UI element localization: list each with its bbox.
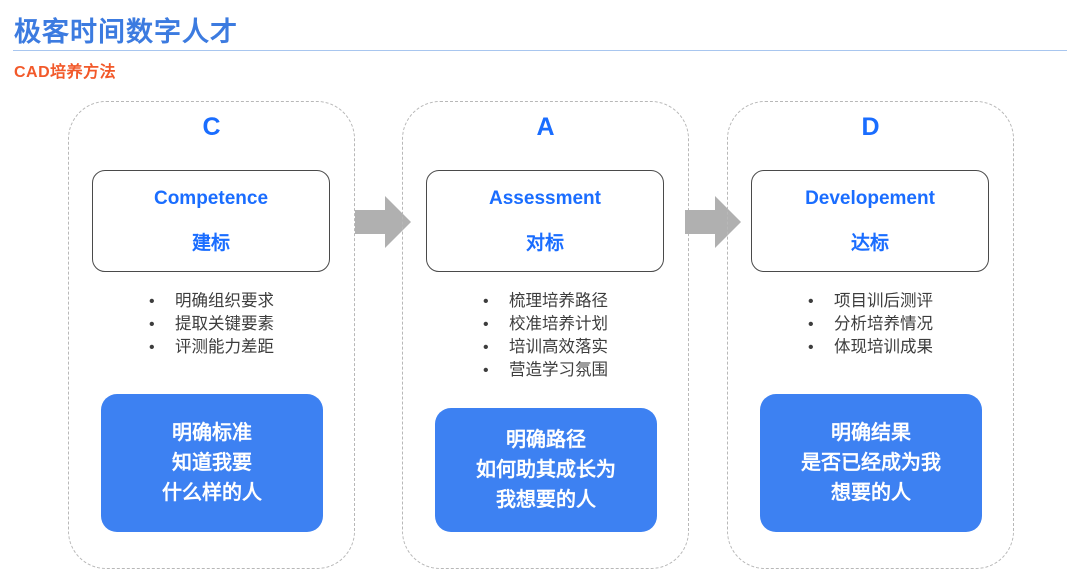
list-item-label: 提取关键要素 (175, 315, 274, 333)
highlight-card-competence: 明确标准 知道我要 什么样的人 (101, 394, 323, 532)
bullets-development: • 项目训后测评 • 分析培养情况 • 体现培训成果 (728, 290, 1013, 359)
list-item: • 提取关键要素 (149, 313, 274, 336)
list-item: • 项目训后测评 (808, 290, 933, 313)
bullet-dot-icon: • (483, 339, 489, 356)
list-item: • 分析培养情况 (808, 313, 933, 336)
arrow-right-icon (355, 196, 411, 248)
bullet-dot-icon: • (149, 316, 155, 333)
bullet-dot-icon: • (808, 293, 814, 310)
list-item: • 明确组织要求 (149, 290, 274, 313)
card-english-label: Competence (153, 188, 269, 209)
column-letter-d: D (861, 113, 880, 141)
highlight-line: 是否已经成为我 (801, 452, 941, 474)
bullet-dot-icon: • (483, 362, 489, 379)
column-competence: C Competence 建标 • 明确组织要求 • 提取关键要素 • 评测能力… (68, 101, 355, 569)
page-subtitle: CAD培养方法 (14, 64, 117, 81)
list-item: • 营造学习氛围 (483, 359, 608, 382)
highlight-line: 明确标准 (172, 422, 252, 444)
list-item: • 梳理培养路径 (483, 290, 608, 313)
list-item-label: 校准培养计划 (509, 315, 608, 333)
highlight-card-development: 明确结果 是否已经成为我 想要的人 (760, 394, 982, 532)
highlight-line: 知道我要 (172, 452, 252, 474)
highlight-card-assessment: 明确路径 如何助其成长为 我想要的人 (435, 408, 657, 532)
list-item-label: 明确组织要求 (175, 292, 274, 310)
title-card-development: Developement 达标 (751, 170, 989, 272)
list-item-label: 体现培训成果 (834, 338, 933, 356)
list-item: • 评测能力差距 (149, 336, 274, 359)
card-english-label: Developement (805, 188, 935, 209)
card-chinese-label: 建标 (191, 233, 230, 254)
bullet-list: • 项目训后测评 • 分析培养情况 • 体现培训成果 (808, 290, 933, 359)
bullets-assessment: • 梳理培养路径 • 校准培养计划 • 培训高效落实 • 营造学习氛围 (403, 290, 688, 382)
column-assessment: A Assessment 对标 • 梳理培养路径 • 校准培养计划 • 培训高效… (402, 101, 689, 569)
title-divider (13, 50, 1067, 51)
bullet-list: • 明确组织要求 • 提取关键要素 • 评测能力差距 (149, 290, 274, 359)
list-item-label: 评测能力差距 (175, 338, 274, 356)
list-item-label: 梳理培养路径 (509, 292, 608, 310)
highlight-line: 什么样的人 (162, 482, 262, 504)
bullet-dot-icon: • (149, 293, 155, 310)
highlight-line: 明确路径 (506, 429, 586, 451)
highlight-line: 我想要的人 (496, 489, 596, 511)
list-item-label: 项目训后测评 (834, 292, 933, 310)
list-item-label: 分析培养情况 (834, 315, 933, 333)
column-letter-c: C (202, 113, 221, 141)
page-title: 极客时间数字人才 (14, 17, 238, 47)
highlight-line: 想要的人 (831, 482, 911, 504)
list-item-label: 营造学习氛围 (509, 361, 608, 379)
bullet-dot-icon: • (808, 339, 814, 356)
title-card-competence: Competence 建标 (92, 170, 330, 272)
card-english-label: Assessment (489, 188, 601, 209)
column-letter-a: A (536, 113, 555, 141)
bullet-dot-icon: • (808, 316, 814, 333)
bullets-competence: • 明确组织要求 • 提取关键要素 • 评测能力差距 (69, 290, 354, 359)
list-item: • 校准培养计划 (483, 313, 608, 336)
column-development: D Developement 达标 • 项目训后测评 • 分析培养情况 • 体现… (727, 101, 1014, 569)
highlight-line: 明确结果 (831, 422, 911, 444)
card-chinese-label: 达标 (850, 233, 889, 254)
list-item: • 培训高效落实 (483, 336, 608, 359)
highlight-line: 如何助其成长为 (476, 459, 616, 481)
bullet-list: • 梳理培养路径 • 校准培养计划 • 培训高效落实 • 营造学习氛围 (483, 290, 608, 382)
bullet-dot-icon: • (149, 339, 155, 356)
list-item: • 体现培训成果 (808, 336, 933, 359)
bullet-dot-icon: • (483, 316, 489, 333)
bullet-dot-icon: • (483, 293, 489, 310)
title-card-assessment: Assessment 对标 (426, 170, 664, 272)
list-item-label: 培训高效落实 (509, 338, 608, 356)
card-chinese-label: 对标 (525, 233, 564, 254)
